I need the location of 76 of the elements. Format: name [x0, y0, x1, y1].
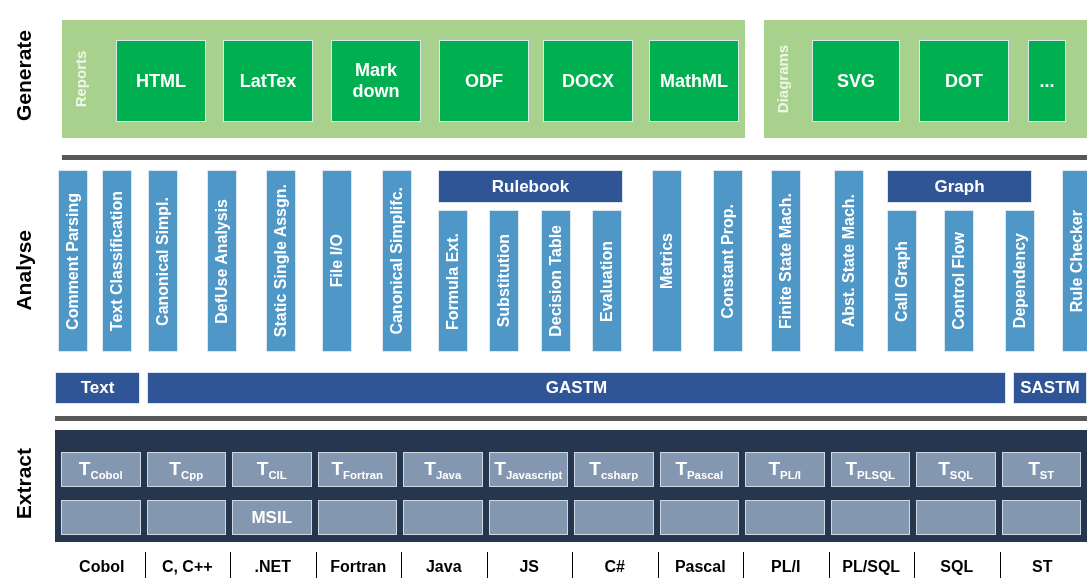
analysis-box: Canonical Simplifc. [382, 170, 412, 352]
analysis-box: Decision Table [541, 210, 571, 352]
parser-box [488, 500, 568, 535]
analysis-box: DefUse Analysis [207, 170, 237, 352]
transformer-box: T$_{ST}$ [1001, 452, 1081, 487]
format-box: HTML [116, 40, 206, 122]
analysis-box: Evaluation [592, 210, 622, 352]
parser-box [659, 500, 739, 535]
layer-title: Generate [12, 30, 36, 122]
parser-box [574, 500, 654, 535]
language-label: Cobol [78, 558, 126, 576]
analysis-box: Call Graph [887, 210, 917, 352]
category-panel [62, 20, 745, 138]
category-panel [764, 20, 1087, 138]
format-box: ... [1028, 40, 1066, 122]
analysis-box: Text Classification [102, 170, 132, 352]
parser-box [1001, 500, 1081, 535]
layer-bar: Text [55, 372, 140, 404]
language-label: JS [518, 558, 541, 576]
group-header: Graph [887, 170, 1032, 203]
transformer-box: T$_{Cpp}$ [146, 452, 226, 487]
language-label: C, C++ [160, 558, 214, 576]
layer-title: Extract [12, 448, 36, 520]
layer-bar: SASTM [1013, 372, 1087, 404]
analysis-box: Constant Prop. [713, 170, 743, 352]
analysis-box: Finite State Mach. [771, 170, 801, 352]
parser-box [317, 500, 397, 535]
language-label: ST [1031, 558, 1054, 576]
format-box: LatTex [223, 40, 313, 122]
format-box: ODF [439, 40, 529, 122]
analysis-box: Control Flow [944, 210, 974, 352]
analysis-box: Comment Parsing [58, 170, 88, 352]
panel-title: Diagrams [774, 44, 791, 114]
parser-box: MSIL [232, 500, 312, 535]
transformer-box: T$_{Fortran}$ [317, 452, 397, 487]
parser-box [830, 500, 910, 535]
parser-box [146, 500, 226, 535]
language-label: Pascal [673, 558, 727, 576]
transformer-box: T$_{Javascript}$ [488, 452, 568, 487]
transformer-box: T$_{Pascal}$ [659, 452, 739, 487]
layer-title: Analyse [12, 230, 36, 311]
analysis-box: Dependency [1005, 210, 1035, 352]
transformer-box: T$_{SQL}$ [916, 452, 996, 487]
panel-title: Reports [72, 50, 89, 108]
transformer-box: T$_{PL/I}$ [745, 452, 825, 487]
analysis-box: Abst. State Mach. [834, 170, 864, 352]
parser-box [745, 500, 825, 535]
language-label: C# [603, 558, 626, 576]
parser-box [403, 500, 483, 535]
parser-box [61, 500, 141, 535]
transformer-box: T$_{Java}$ [403, 452, 483, 487]
language-label: PL/I [770, 558, 802, 576]
format-box: Mark down [331, 40, 421, 122]
format-box: MathML [649, 40, 739, 122]
format-box: DOT [919, 40, 1009, 122]
language-label: Fortran [329, 558, 388, 576]
analysis-box: Metrics [652, 170, 682, 352]
transformer-box: T$_{PLSQL}$ [830, 452, 910, 487]
language-label: SQL [939, 558, 975, 576]
transformer-box: T$_{CIL}$ [232, 452, 312, 487]
analysis-box: Static Single Assgn. [266, 170, 296, 352]
format-box: DOCX [543, 40, 633, 122]
analysis-box: Canonical Simpl. [148, 170, 178, 352]
analysis-box: File I/O [322, 170, 352, 352]
language-label: Java [424, 558, 463, 576]
transformer-box: T$_{Cobol}$ [61, 452, 141, 487]
transformer-box: T$_{csharp}$ [574, 452, 654, 487]
group-header: Rulebook [438, 170, 623, 203]
format-box: SVG [812, 40, 900, 122]
language-label: PL/SQL [841, 558, 902, 576]
analysis-box: Rule Checker [1062, 170, 1087, 352]
parser-box [916, 500, 996, 535]
analysis-box: Substitution [489, 210, 519, 352]
layer-bar: GASTM [147, 372, 1006, 404]
analysis-box: Formula Ext. [438, 210, 468, 352]
language-label: .NET [253, 558, 292, 576]
